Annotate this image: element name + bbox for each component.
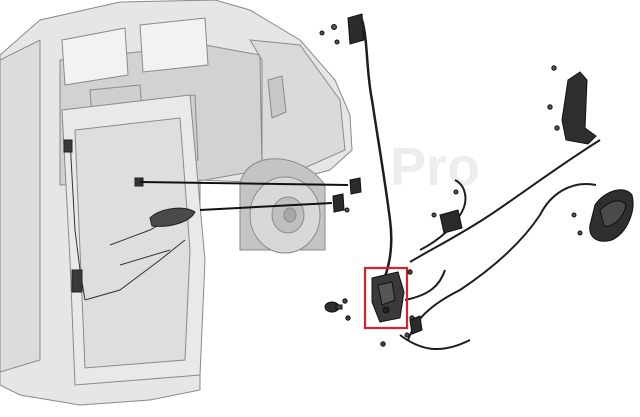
handle-screw: [577, 230, 583, 236]
bracket-upper: [349, 177, 362, 195]
lower-clip: [404, 315, 423, 338]
hinge-screw-mid: [547, 104, 553, 110]
upper-rail-latch: [319, 13, 365, 45]
upper-cable: [360, 19, 393, 286]
side-mirror: [267, 75, 287, 119]
front-pillar: [249, 39, 346, 171]
cable-to-actuator: [404, 269, 446, 301]
cable-bottom: [399, 334, 471, 351]
upper-latch-screw-2: [319, 30, 325, 36]
hinge-latch-body: [561, 71, 597, 145]
mid-bracket-screw: [431, 212, 437, 218]
sliding-door: [61, 94, 206, 386]
release-cables: [399, 139, 601, 351]
door-stop-bumper: [324, 301, 343, 313]
bracket-screw: [344, 207, 350, 213]
lock-actuator: [371, 271, 405, 323]
wheel-center: [283, 207, 297, 223]
cable-long-upper: [409, 139, 601, 263]
watermark-text: Pro: [390, 137, 480, 197]
hinge-screw-low: [554, 125, 560, 131]
door-inner-trim: [74, 117, 191, 369]
fastener-2: [345, 315, 351, 321]
leader-line-upper: [139, 181, 349, 186]
upper-latch-screw: [331, 24, 337, 30]
upper-latch-screw-3: [334, 39, 340, 45]
actuator-bolt: [382, 306, 390, 314]
bumper-stem: [335, 304, 343, 310]
highlight-box: [363, 266, 409, 330]
leader-line-lower: [199, 202, 333, 211]
window-2: [139, 17, 209, 73]
mid-bracket-body: [439, 209, 463, 234]
exterior-handle: [571, 189, 634, 242]
lower-clip-screw: [404, 332, 410, 338]
mid-bracket: [431, 189, 463, 234]
actuator-detail: [377, 281, 396, 306]
leader-lines: [139, 181, 349, 211]
van-rear-panel: [0, 39, 41, 373]
cable-middle: [419, 179, 467, 251]
fastener-1: [342, 298, 348, 304]
door-inner-handle: [149, 207, 196, 227]
door-upper-guide: [63, 139, 73, 153]
window-1: [61, 27, 129, 86]
exterior-handle-grip: [599, 200, 627, 227]
mid-bracket-screw-2: [453, 189, 459, 195]
door-lock-module: [71, 269, 83, 293]
fastener-3: [407, 269, 413, 275]
lower-clip-body: [409, 315, 423, 335]
cable-long-lower: [407, 183, 597, 341]
door-handle-bracket: [332, 177, 362, 213]
hinge-screw-top: [551, 65, 557, 71]
handle-screw-2: [571, 212, 577, 218]
bracket-lower: [332, 193, 345, 213]
rear-hinge-latch: [547, 65, 597, 145]
fastener-5: [380, 341, 386, 347]
upper-latch-body: [347, 13, 365, 45]
